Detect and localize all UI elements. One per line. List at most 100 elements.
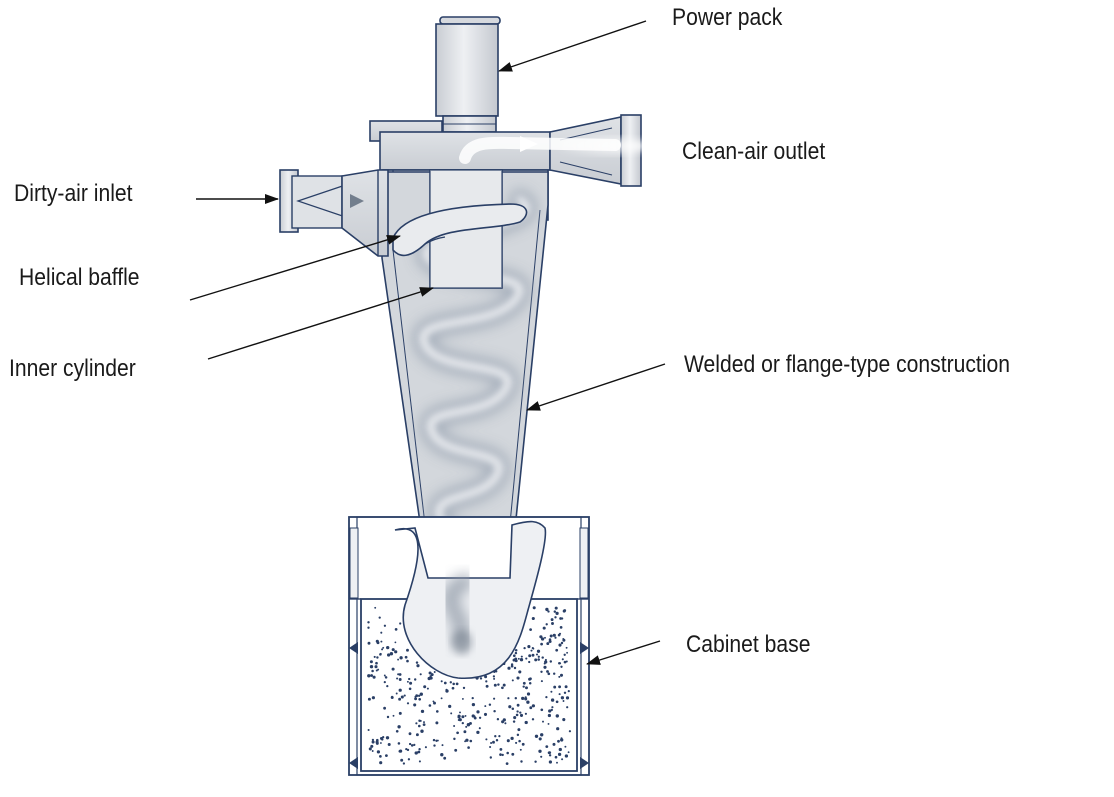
dust-particle xyxy=(512,720,516,723)
dust-particle xyxy=(510,736,514,741)
dust-particle xyxy=(525,686,528,690)
dust-particle xyxy=(386,715,390,719)
dust-particle xyxy=(376,750,381,754)
dust-particle xyxy=(440,680,443,683)
dust-particle xyxy=(516,676,520,680)
dust-particle xyxy=(512,654,516,658)
dust-particle xyxy=(501,686,504,690)
dust-particle xyxy=(385,754,388,757)
dust-particle xyxy=(394,641,397,644)
dust-particle xyxy=(408,677,411,681)
dust-particle xyxy=(453,725,456,727)
dust-particle xyxy=(415,694,419,698)
dust-particle xyxy=(386,645,390,650)
dust-particle xyxy=(441,744,444,747)
dust-particle xyxy=(499,753,502,756)
dust-particle xyxy=(493,677,496,680)
dust-particle xyxy=(492,740,495,744)
dust-particle xyxy=(395,729,399,733)
dust-particle xyxy=(549,660,553,663)
dust-particle xyxy=(564,745,567,748)
dust-particle xyxy=(514,648,518,652)
dust-particle xyxy=(419,692,423,696)
dust-particle xyxy=(567,690,570,693)
dust-particle xyxy=(563,653,566,656)
dust-particle xyxy=(552,633,556,637)
dust-particle xyxy=(543,662,546,665)
dust-particle xyxy=(382,736,385,739)
dust-particle xyxy=(562,638,566,642)
dust-particle xyxy=(511,707,515,711)
dust-particle xyxy=(445,688,448,691)
dust-particle xyxy=(517,657,520,660)
dust-particle xyxy=(554,616,557,619)
dust-particle xyxy=(552,742,556,746)
dust-particle xyxy=(375,741,379,745)
dust-particle xyxy=(558,685,562,689)
dust-particle xyxy=(545,607,549,612)
dust-particle xyxy=(383,674,386,677)
dust-particle xyxy=(547,713,552,718)
dust-particle xyxy=(416,664,420,668)
dust-particle xyxy=(380,631,383,634)
dust-particle xyxy=(379,742,382,744)
dust-particle xyxy=(418,760,421,763)
dust-particle xyxy=(453,737,456,741)
dust-particle xyxy=(451,686,455,690)
dust-particle xyxy=(539,635,543,639)
leader-welded-construction xyxy=(526,363,666,411)
dust-particle xyxy=(546,670,549,673)
dust-particle xyxy=(432,738,436,742)
dust-particle xyxy=(471,702,476,707)
dust-particle xyxy=(471,696,474,700)
dust-particle xyxy=(383,706,386,710)
dust-particle xyxy=(379,755,382,758)
dust-particle xyxy=(530,649,533,652)
dust-particle xyxy=(371,738,375,742)
power-pack xyxy=(435,16,501,133)
dust-particle xyxy=(558,643,562,647)
dust-particle xyxy=(386,684,389,688)
dust-particle xyxy=(547,610,550,613)
dust-particle xyxy=(566,706,569,709)
label-inner-cylinder: Inner cylinder xyxy=(9,355,136,382)
dust-particle xyxy=(379,653,382,656)
helical-baffle xyxy=(392,203,528,257)
dust-particle xyxy=(478,727,481,730)
dust-particle xyxy=(517,728,521,732)
dust-particle xyxy=(531,653,535,657)
dust-particle xyxy=(535,653,539,656)
dust-particle xyxy=(519,658,524,662)
leader-cabinet-base xyxy=(586,640,661,665)
dust-particle xyxy=(461,715,465,719)
dust-particle xyxy=(493,683,497,687)
dust-particle xyxy=(385,736,390,740)
dust-particle xyxy=(459,711,461,714)
dust-particle xyxy=(557,739,560,743)
dust-particle xyxy=(418,697,422,701)
dust-particle xyxy=(420,729,424,733)
dust-particle xyxy=(413,743,416,747)
dust-particle xyxy=(528,660,531,664)
dust-particle xyxy=(516,733,520,737)
dust-particle xyxy=(465,725,468,728)
label-cabinet-base: Cabinet base xyxy=(686,631,811,658)
dust-particle xyxy=(556,727,560,731)
dust-particle xyxy=(428,704,432,707)
dust-particle xyxy=(548,638,552,641)
dust-particle xyxy=(493,697,496,700)
dust-particle xyxy=(527,645,531,649)
dust-particle xyxy=(369,665,374,669)
dust-particle xyxy=(407,758,411,761)
dust-particle xyxy=(372,675,376,679)
dust-particle xyxy=(546,642,550,646)
dust-particle xyxy=(504,722,507,725)
dust-particle xyxy=(534,658,538,662)
dust-particle xyxy=(369,660,373,664)
dust-particle xyxy=(547,672,551,676)
dust-particle xyxy=(374,606,377,609)
dust-particle xyxy=(507,697,510,700)
dust-particle xyxy=(374,665,378,669)
